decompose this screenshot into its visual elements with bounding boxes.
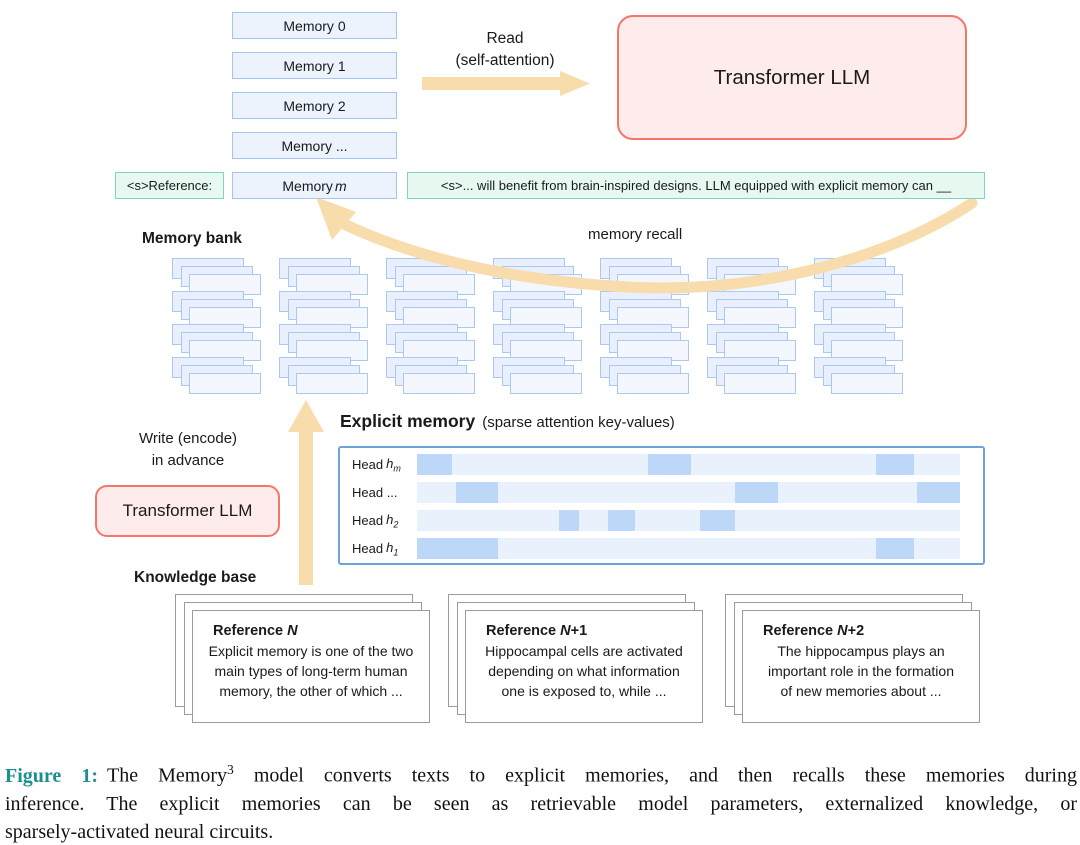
sparse-attention-segment (647, 454, 692, 475)
memory-bank-stack (707, 291, 799, 331)
attention-kv-bar (417, 482, 960, 503)
transformer-llm-encoder-box: Transformer LLM (95, 485, 280, 537)
transformer-llm-label: Transformer LLM (713, 65, 871, 89)
memory-item-rect (831, 373, 903, 394)
memory-item-rect (189, 373, 261, 394)
memory-slot-2: Memory 2 (232, 92, 397, 119)
figure-caption: Figure 1:The Memory3 model converts text… (5, 762, 1077, 843)
memory-item-rect (403, 373, 475, 394)
sparse-attention-segment (916, 482, 960, 503)
attention-kv-bar (417, 454, 960, 475)
memory-slot-1: Memory 1 (232, 52, 397, 79)
figure-number-label: Figure 1: (5, 764, 98, 787)
context-text-box: <s>... will benefit from brain-inspired … (407, 172, 985, 199)
memory-bank-stack (279, 357, 371, 397)
sparse-attention-segment (559, 510, 579, 531)
memory-bank-stack (172, 357, 264, 397)
explicit-memory-title: Explicit memory (sparse attention key-va… (340, 411, 675, 431)
read-arrow (422, 71, 590, 96)
memory-item-rect (617, 373, 689, 394)
memory-recall-label: memory recall (588, 226, 683, 243)
attention-kv-bar (417, 538, 960, 559)
memory-bank-stack (600, 357, 692, 397)
memory-bank-stack (814, 291, 906, 331)
sparse-attention-segment (875, 454, 914, 475)
memory-bank-stack (172, 291, 264, 331)
attention-kv-bar (417, 510, 960, 531)
read-self-attention-label: Read (self-attention) (455, 30, 555, 69)
reference-title: Reference N (213, 623, 298, 639)
write-encode-label: Write (encode) in advance (138, 430, 238, 469)
transformer-llm-inference-box: Transformer LLM (617, 15, 967, 140)
memory-bank-stack (386, 291, 478, 331)
sparse-attention-segment (456, 482, 499, 503)
transformer-llm-label: Transformer LLM (122, 501, 253, 520)
reference-title: Reference N+1 (486, 623, 588, 639)
memory-item-rect (510, 373, 582, 394)
sparse-attention-segment (734, 482, 779, 503)
memory-bank-stack (279, 291, 371, 331)
sparse-attention-segment (700, 510, 735, 531)
sparse-attention-segment (417, 454, 453, 475)
memory-bank-stack (493, 357, 585, 397)
memory-recall-arrowhead (316, 197, 356, 240)
head-row-label: Head ... (352, 485, 398, 500)
memory-bank-label: Memory bank (142, 230, 242, 247)
knowledge-base-label: Knowledge base (134, 569, 257, 586)
sparse-attention-segment (608, 510, 636, 531)
reference-title: Reference N+2 (763, 623, 865, 639)
memory-bank-stack (600, 324, 692, 364)
memory-item-rect (296, 373, 368, 394)
memory-bank-stack (386, 357, 478, 397)
memory-bank-stack (172, 258, 264, 298)
sparse-attention-segment (417, 538, 499, 559)
memory-bank-stack (707, 357, 799, 397)
sparse-attention-segment (875, 538, 914, 559)
memory-bank-stack (814, 357, 906, 397)
reference-card-stack: Reference N Explicit memory is one of the… (175, 594, 431, 734)
reference-card: Reference N Explicit memory is one of the… (192, 610, 430, 723)
memory-item-rect (724, 373, 796, 394)
memory-bank-stack (814, 324, 906, 364)
memory-slot-0: Memory 0 (232, 12, 397, 39)
memory-bank-stack (172, 324, 264, 364)
memory-bank-stack (707, 324, 799, 364)
memory-slot-3: Memory ... (232, 132, 397, 159)
memory-bank-stack (600, 291, 692, 331)
write-arrow (288, 400, 324, 585)
reference-token-box: <s>Reference: (115, 172, 224, 199)
